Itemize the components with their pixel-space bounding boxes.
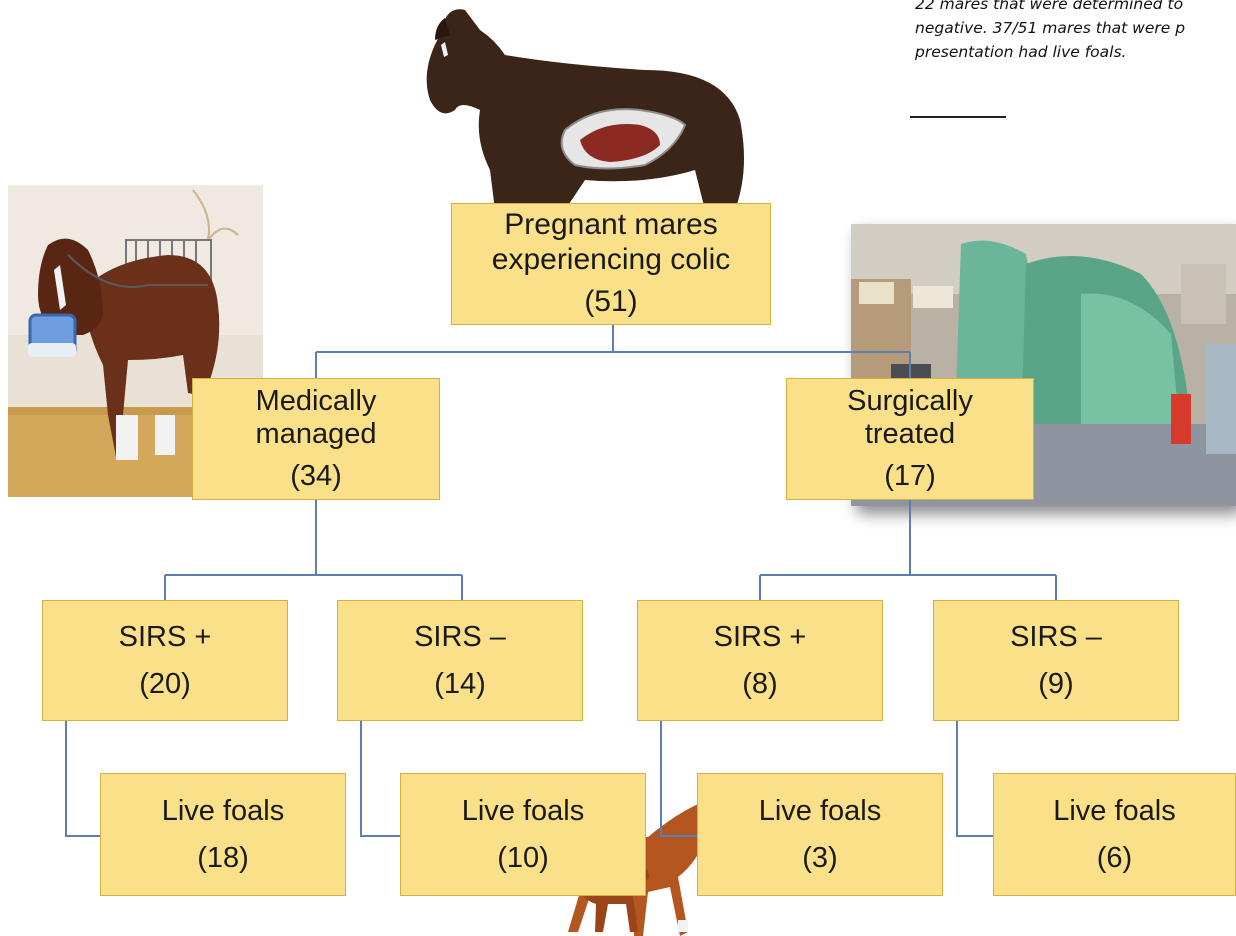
medical-sirs-negative-label: SIRS – [414,620,506,653]
surgical-sirs-positive-live-foals-node: Live foals (3) [697,773,943,896]
live-foals-label: Live foals [1053,794,1176,827]
medical-count: (34) [290,459,342,492]
surgical-sirs-negative-count: (9) [1038,667,1074,700]
root-node: Pregnant mares experiencing colic (51) [451,203,771,325]
surgical-title-line-1: Surgically [847,384,973,417]
medical-sirs-positive-node: SIRS + (20) [42,600,288,721]
mare-with-muzzle-photo [8,185,263,497]
pregnant-mare-illustration [405,0,755,210]
live-foals-count: (10) [497,841,549,874]
surgical-sirs-negative-node: SIRS – (9) [933,600,1179,721]
surgical-sirs-positive-node: SIRS + (8) [637,600,883,721]
live-foals-count: (3) [802,841,838,874]
root-title-line-2: experiencing colic [491,242,731,276]
surgical-sirs-positive-label: SIRS + [713,620,807,653]
root-count: (51) [584,285,638,319]
surgical-sirs-positive-count: (8) [742,667,778,700]
surgical-sirs-negative-label: SIRS – [1010,620,1102,653]
medical-sirs-positive-live-foals-node: Live foals (18) [100,773,346,896]
medically-managed-node: Medically managed (34) [192,378,440,500]
live-foals-count: (18) [197,841,249,874]
surgical-count: (17) [884,459,936,492]
medical-title-line-1: Medically [255,384,377,417]
surgical-sirs-negative-live-foals-node: Live foals (6) [993,773,1236,896]
medical-sirs-negative-node: SIRS – (14) [337,600,583,721]
surgically-treated-node: Surgically treated (17) [786,378,1034,500]
surgical-title-line-2: treated [864,418,956,451]
medical-sirs-negative-count: (14) [434,667,486,700]
live-foals-count: (6) [1096,841,1133,874]
live-foals-label: Live foals [461,794,585,827]
caption-line-3: presentation had live foals. [915,43,1127,61]
caption-line-2: negative. 37/51 mares that were p [915,19,1186,37]
caption-rule [910,116,1006,118]
medical-title-line-2: managed [255,418,377,451]
caption-line-1: 22 mares that were determined to [915,0,1184,13]
medical-sirs-positive-label: SIRS + [118,620,212,653]
live-foals-label: Live foals [161,794,285,827]
root-title-line-1: Pregnant mares [504,208,718,242]
medical-sirs-positive-count: (20) [139,667,191,700]
live-foals-label: Live foals [758,794,882,827]
caption: 22 mares that were determined to negativ… [915,0,1236,64]
medical-sirs-negative-live-foals-node: Live foals (10) [400,773,646,896]
